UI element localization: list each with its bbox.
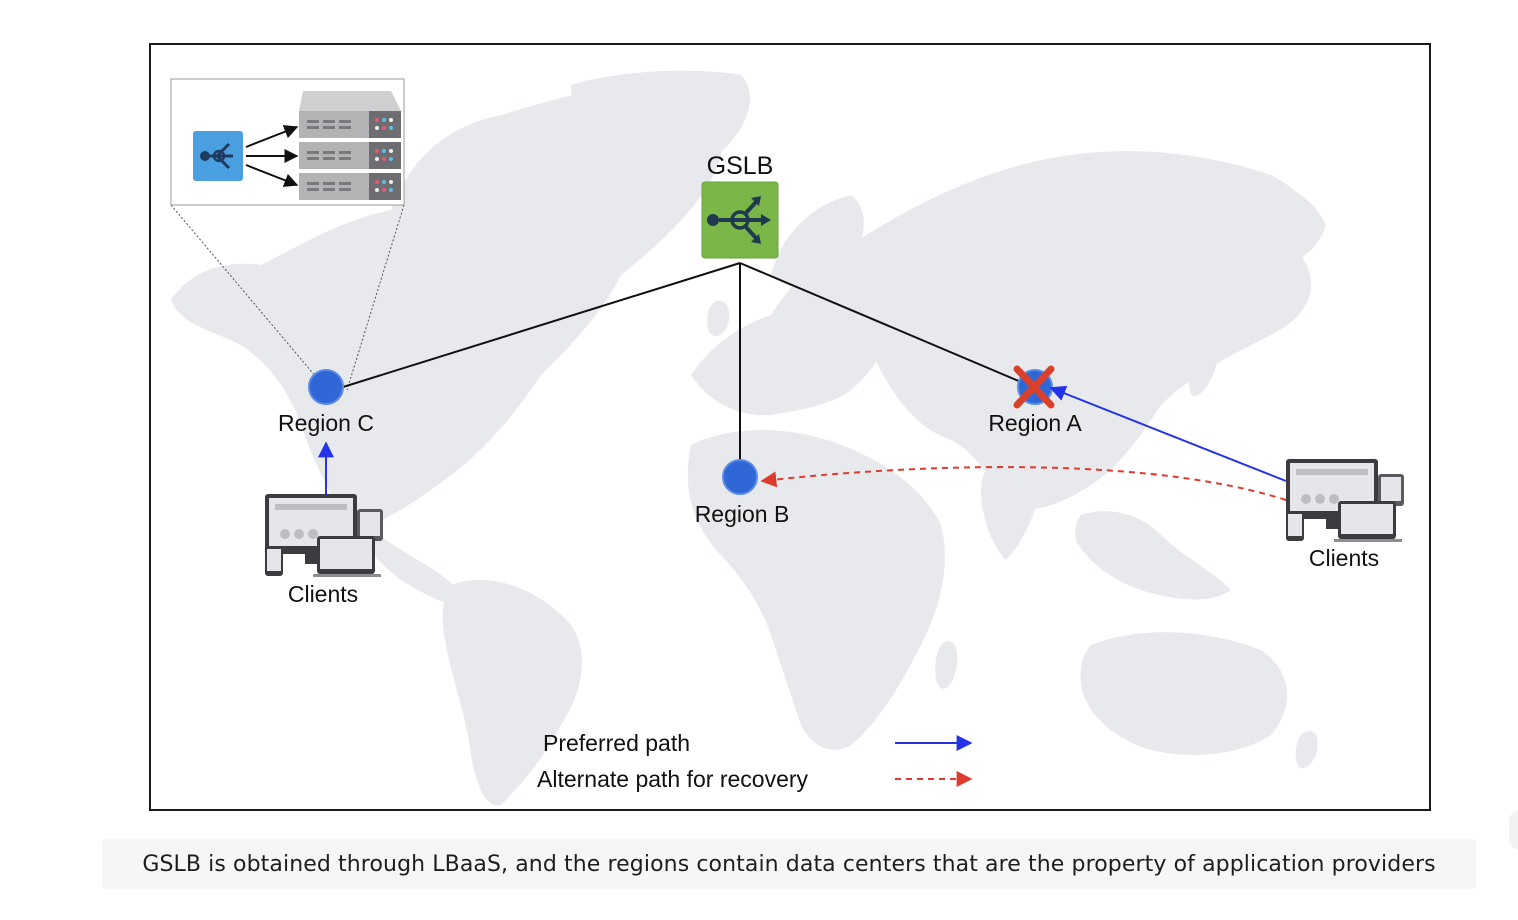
inset-connector-right xyxy=(346,204,405,391)
region-b-label: Region B xyxy=(695,501,790,527)
lb-arrow-1 xyxy=(245,125,299,148)
madagascar-shape xyxy=(935,641,958,689)
caption-box: GSLB is obtained through LBaaS, and the … xyxy=(102,839,1476,889)
failure-x-icon xyxy=(1013,365,1055,409)
new-zealand-shape xyxy=(1295,731,1318,769)
region-a-label: Region A xyxy=(988,410,1082,436)
clients-left-label: Clients xyxy=(288,581,358,607)
africa-shape xyxy=(687,430,945,750)
southeast-asia-shape xyxy=(1075,511,1231,600)
greenland-shape xyxy=(571,70,750,189)
far-east-shape xyxy=(1239,182,1326,264)
datacenter-inset xyxy=(170,78,405,391)
scroll-handle[interactable] xyxy=(1509,810,1518,850)
load-balancer-icon xyxy=(193,131,243,181)
lb-arrow-3 xyxy=(245,164,299,187)
scandinavia-shape xyxy=(771,195,864,288)
alternate-path-arrow xyxy=(760,466,1287,501)
clients-devices-icon xyxy=(1286,459,1404,542)
legend: Preferred path Alternate path for recove… xyxy=(537,730,973,792)
server-icon xyxy=(299,91,401,200)
legend-alternate-label: Alternate path for recovery xyxy=(537,766,809,792)
japan-shape xyxy=(1189,331,1220,396)
india-shape xyxy=(981,463,1041,560)
region-b-node xyxy=(722,459,758,495)
europe-shape xyxy=(691,255,901,416)
diagram-frame: GSLB Region C Region B Region A xyxy=(149,43,1431,811)
preferred-path-arrow xyxy=(1049,385,1287,482)
caption-text: GSLB is obtained through LBaaS, and the … xyxy=(142,851,1436,877)
clients-right-label: Clients xyxy=(1309,545,1379,571)
diagram-canvas: GSLB Region C Region B Region A xyxy=(170,70,1404,806)
south-america-shape xyxy=(442,579,582,806)
gslb-icon xyxy=(701,181,779,259)
gslb-link-region-c xyxy=(342,262,741,388)
inset-connector-left xyxy=(170,204,328,391)
region-c-node xyxy=(308,369,344,405)
asia-shape xyxy=(851,151,1311,509)
gslb-label: GSLB xyxy=(707,152,774,180)
legend-preferred-label: Preferred path xyxy=(543,730,690,756)
region-c-label: Region C xyxy=(278,410,374,436)
gslb-link-region-a xyxy=(739,262,1022,383)
clients-devices-icon xyxy=(265,494,383,577)
australia-shape xyxy=(1080,632,1288,755)
north-america-shape xyxy=(171,83,724,527)
uk-shape xyxy=(707,300,730,337)
world-map xyxy=(171,70,1326,806)
